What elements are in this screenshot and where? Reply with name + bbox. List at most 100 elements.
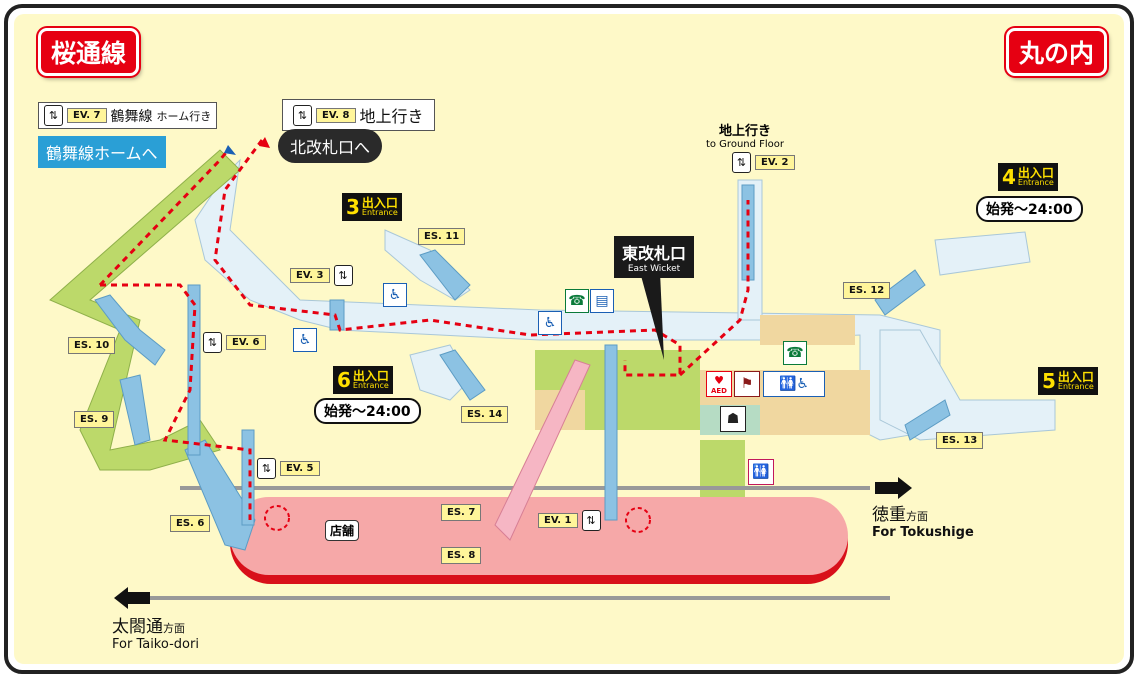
ev5-shaft [241, 429, 255, 526]
entrance-3-jp: 出入口 [361, 196, 398, 210]
entrance-4-jp: 出入口 [1017, 166, 1054, 180]
ev1-shaft [604, 344, 618, 521]
elevator-icon: ⇅ [257, 458, 276, 479]
escalator-es14 [439, 349, 486, 401]
direction-tokushige: 徳重方面 For Tokushige [872, 500, 974, 540]
route-tsurumai [98, 149, 230, 287]
elevator-icon: ⇅ [203, 332, 222, 353]
direction-taiko-suffix: 方面 [163, 622, 185, 635]
escalators [94, 184, 951, 551]
wheelchair-icon: ♿ [538, 311, 562, 335]
es11-label: ES. 11 [418, 228, 466, 245]
es8-label: ES. 8 [441, 547, 482, 564]
ev1-marker [625, 507, 651, 533]
east-wicket-pointer [640, 272, 664, 360]
ev8-tag: ⇅ EV. 8 地上行き [282, 99, 435, 131]
ev2-badge: EV. 2 [755, 155, 795, 170]
es13-label: ES. 13 [936, 432, 984, 449]
es9-label: ES. 9 [74, 411, 115, 428]
direction-taiko-en: For Taiko-dori [112, 637, 199, 652]
east-wicket-en: East Wicket [627, 264, 681, 274]
ev3-shaft [329, 299, 345, 331]
ev8-badge: EV. 8 [316, 107, 356, 123]
elevator-icon: ⇅ [333, 265, 353, 286]
ev1-tag: EV. 1 ⇅ [538, 510, 601, 531]
route-arrow-tsurumai [224, 145, 236, 155]
ev3-tag: EV. 3 ⇅ [290, 265, 353, 286]
escalator-es12 [874, 269, 926, 316]
ev6-badge: EV. 6 [226, 335, 266, 350]
es7-label: ES. 7 [441, 504, 482, 521]
arrow-tokushige [875, 477, 912, 499]
entrance-5-num: 5 [1042, 369, 1056, 393]
escalator-es9 [119, 374, 151, 446]
entrance-4-hours: 始発〜24:00 [976, 196, 1083, 222]
telephone-icon: ☎ [783, 341, 807, 365]
es14-label: ES. 14 [461, 406, 509, 423]
direction-taiko: 太閤通方面 For Taiko-dori [112, 612, 199, 652]
route-ev2 [678, 200, 750, 377]
callout-north-wicket: 北改札口へ [278, 129, 383, 163]
escalator-es6 [184, 439, 256, 551]
aed-text: AED [710, 386, 727, 395]
route-arrow-north [259, 137, 270, 148]
ev7-badge: EV. 7 [67, 108, 107, 123]
ev2-tag: ⇅ EV. 2 [732, 152, 795, 173]
restroom-icon: 🚻 [748, 459, 774, 485]
staff-icon: ☗ [720, 406, 746, 432]
entrance-6-hours: 始発〜24:00 [314, 398, 421, 424]
platform [230, 497, 848, 575]
ev2-title-jp: 地上行き [718, 124, 771, 139]
elevator-icon: ⇅ [732, 152, 751, 173]
direction-taiko-jp: 太閤通 [112, 617, 163, 637]
green-zone-stair [700, 440, 745, 505]
elevator-icon: ⇅ [293, 104, 312, 126]
line-tag-marunouchi: 丸の内 [1006, 28, 1108, 76]
ev3-badge: EV. 3 [290, 268, 330, 283]
west-ramp [49, 149, 241, 471]
direction-tokushige-en: For Tokushige [872, 525, 974, 540]
escalator-es13 [904, 399, 951, 441]
es10-label: ES. 10 [68, 337, 116, 354]
es12-label: ES. 12 [843, 282, 891, 299]
tan-zone-north [760, 315, 855, 345]
line-tag-sakuradori: 桜通線 [38, 28, 140, 76]
shop-label: 店舗 [325, 520, 360, 541]
ev6-shaft [187, 284, 201, 456]
wheelchair-icon: ♿ [293, 328, 317, 352]
ev7-tag: ⇅ EV. 7 鶴舞線 ホーム行き [38, 102, 218, 129]
station-office-icon: ⚑ [734, 371, 760, 397]
direction-tokushige-suffix: 方面 [906, 510, 928, 523]
entrance-4-num: 4 [1002, 165, 1016, 189]
ev5-marker [264, 505, 290, 531]
elevator-icon: ⇅ [44, 105, 63, 126]
ticket-machine-icon: ▤ [590, 289, 614, 313]
escalator-es7-es8 [494, 359, 591, 541]
telephone-icon: ☎ [565, 289, 589, 313]
restroom-icon: 🚻♿ [763, 371, 825, 397]
corridor-e4 [934, 231, 1031, 276]
escalator-es11 [419, 249, 471, 301]
entrance-5-jp: 出入口 [1057, 370, 1094, 384]
entrance-6-en: Entrance [352, 381, 389, 390]
east-wicket-jp: 東改札口 [622, 244, 687, 263]
ev2-title-en: to Ground Floor [705, 139, 785, 150]
elevator-icon: ⇅ [581, 510, 601, 531]
entrance-6-num: 6 [337, 368, 351, 392]
ev5-badge: EV. 5 [280, 461, 320, 476]
aed-icon: ♥AED [706, 371, 732, 397]
callout-tsurumai-home: 鶴舞線ホームへ [38, 136, 166, 168]
ev7-dest: 鶴舞線 [110, 108, 153, 125]
escalator-es10 [94, 294, 166, 366]
entrance-4-en: Entrance [1017, 178, 1054, 187]
direction-tokushige-jp: 徳重 [872, 505, 906, 525]
route-west [100, 283, 252, 520]
entrance-6-jp: 出入口 [352, 369, 389, 383]
ev1-badge: EV. 1 [538, 513, 578, 528]
arrow-taiko [114, 587, 150, 609]
ev5-tag: ⇅ EV. 5 [257, 458, 320, 479]
